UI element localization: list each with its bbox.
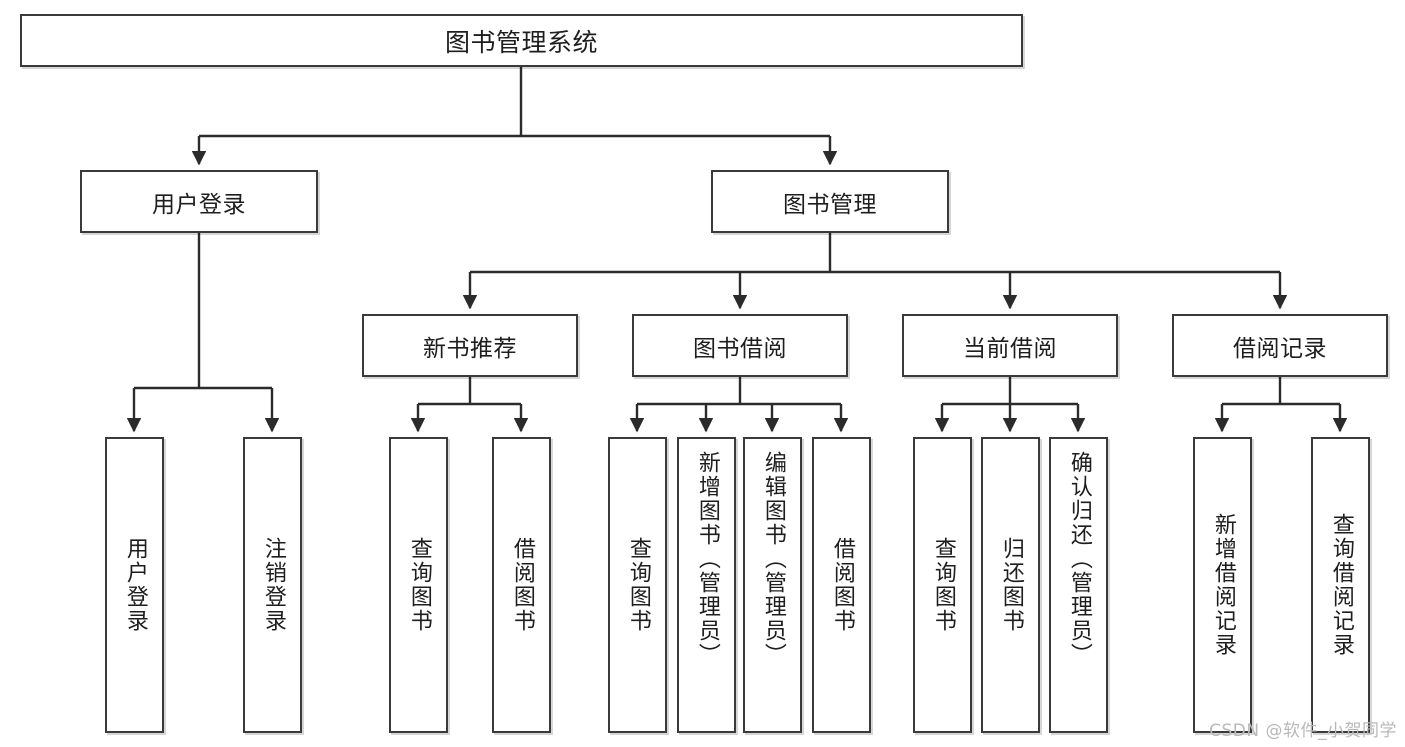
- node-leaf-user-login-label: 用户登录: [122, 537, 148, 633]
- node-leaf-add-record[interactable]: 新增借阅记录: [1193, 437, 1252, 733]
- node-leaf-add-book[interactable]: 新增图书（管理员）: [677, 437, 736, 733]
- node-leaf-add-book-label: 新增图书（管理员）: [694, 451, 720, 667]
- node-leaf-borrow-book-1-label: 借阅图书: [509, 537, 535, 633]
- node-leaf-borrow-book-2[interactable]: 借阅图书: [812, 437, 871, 733]
- node-current-borrow[interactable]: 当前借阅: [902, 314, 1118, 377]
- node-new-book-rec[interactable]: 新书推荐: [362, 314, 578, 377]
- node-book-borrow[interactable]: 图书借阅: [632, 314, 848, 377]
- node-book-manage-label: 图书管理: [783, 191, 877, 218]
- node-leaf-confirm-return[interactable]: 确认归还（管理员）: [1049, 437, 1108, 733]
- node-leaf-confirm-return-label: 确认归还（管理员）: [1066, 451, 1092, 667]
- node-leaf-logout-label: 注销登录: [260, 537, 286, 633]
- node-borrow-record-label: 借阅记录: [1233, 335, 1327, 362]
- node-leaf-return-book[interactable]: 归还图书: [981, 437, 1040, 733]
- node-leaf-edit-book-label: 编辑图书（管理员）: [760, 451, 786, 667]
- node-leaf-query-book-1-label: 查询图书: [406, 537, 432, 633]
- node-leaf-query-record[interactable]: 查询借阅记录: [1311, 437, 1370, 733]
- node-book-manage[interactable]: 图书管理: [711, 170, 949, 233]
- node-leaf-edit-book[interactable]: 编辑图书（管理员）: [743, 437, 802, 733]
- node-root-system-label: 图书管理系统: [444, 27, 598, 57]
- node-user-login[interactable]: 用户登录: [80, 170, 318, 233]
- node-leaf-add-record-label: 新增借阅记录: [1210, 513, 1236, 657]
- node-borrow-record[interactable]: 借阅记录: [1172, 314, 1388, 377]
- node-leaf-user-login[interactable]: 用户登录: [105, 437, 164, 733]
- node-leaf-query-record-label: 查询借阅记录: [1328, 513, 1354, 657]
- csdn-watermark: CSDN @软件_小贺同学: [1209, 721, 1397, 741]
- node-leaf-borrow-book-2-label: 借阅图书: [829, 537, 855, 633]
- node-book-borrow-label: 图书借阅: [693, 335, 787, 362]
- node-leaf-borrow-book-1[interactable]: 借阅图书: [492, 437, 551, 733]
- node-new-book-rec-label: 新书推荐: [423, 335, 517, 362]
- node-user-login-label: 用户登录: [152, 191, 246, 218]
- node-leaf-query-book-1[interactable]: 查询图书: [389, 437, 448, 733]
- node-leaf-logout[interactable]: 注销登录: [243, 437, 302, 733]
- node-leaf-query-book-3[interactable]: 查询图书: [913, 437, 972, 733]
- node-leaf-query-book-2-label: 查询图书: [625, 537, 651, 633]
- node-leaf-query-book-2[interactable]: 查询图书: [608, 437, 667, 733]
- node-root-system[interactable]: 图书管理系统: [20, 14, 1023, 67]
- node-current-borrow-label: 当前借阅: [963, 335, 1057, 362]
- node-leaf-return-book-label: 归还图书: [998, 537, 1024, 633]
- node-leaf-query-book-3-label: 查询图书: [930, 537, 956, 633]
